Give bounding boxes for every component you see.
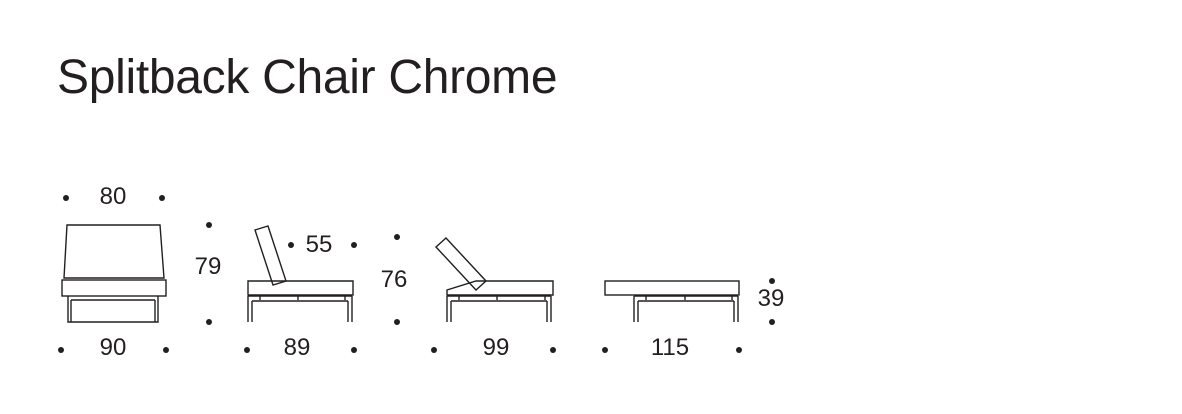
side-upright-drawing <box>247 225 354 322</box>
dimension-marker <box>769 278 775 284</box>
dimension-marker <box>351 242 357 248</box>
front-frame <box>67 296 159 323</box>
dimension-marker <box>394 234 400 240</box>
page-title: Splitback Chair Chrome <box>57 51 558 104</box>
front-backrest <box>63 224 165 279</box>
side-upright-backrest <box>254 225 287 286</box>
upright-side-base-width-label: 89 <box>283 334 311 361</box>
side-flat-mattress <box>604 280 740 296</box>
dimension-marker <box>244 347 250 353</box>
reclined-base-width-label: 99 <box>482 334 510 361</box>
side-reclined-backrest <box>435 237 487 291</box>
side-flat-frame <box>633 295 739 322</box>
flat-height-label: 39 <box>757 285 785 312</box>
dimension-marker <box>736 347 742 353</box>
front-view-drawing <box>61 224 167 323</box>
side-upright-seat <box>247 280 354 296</box>
dimension-marker <box>550 347 556 353</box>
front-seat <box>61 279 167 297</box>
upright-width-label: 80 <box>99 183 127 210</box>
dimension-marker <box>163 347 169 353</box>
side-reclined-seat <box>446 280 554 296</box>
dimension-marker <box>431 347 437 353</box>
dimension-marker <box>602 347 608 353</box>
dimension-marker <box>159 195 165 201</box>
dimension-marker <box>351 347 357 353</box>
dimension-marker <box>206 222 212 228</box>
dimension-marker <box>206 319 212 325</box>
side-reclined-drawing <box>435 237 554 322</box>
dimension-marker <box>394 319 400 325</box>
flat-base-width-label: 115 <box>650 334 690 361</box>
side-flat-drawing <box>604 280 740 322</box>
dimension-marker <box>769 319 775 325</box>
seat-depth-label: 55 <box>305 231 333 258</box>
dimension-marker <box>58 347 64 353</box>
side-height-label: 76 <box>380 266 408 293</box>
upright-height-label: 79 <box>194 253 222 280</box>
side-upright-frame <box>247 295 353 322</box>
front-base-width-label: 90 <box>99 334 127 361</box>
side-reclined-frame <box>446 295 552 322</box>
dimension-marker <box>288 242 294 248</box>
dimension-marker <box>63 195 69 201</box>
